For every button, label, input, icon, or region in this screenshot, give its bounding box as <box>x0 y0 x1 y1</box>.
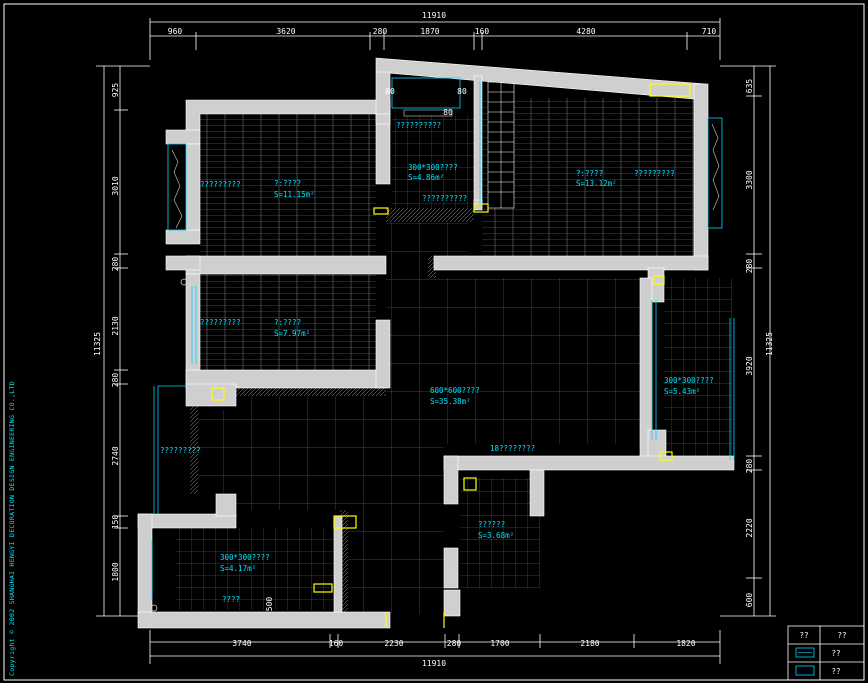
title-block: ?? ?? ?? ?? <box>787 625 865 681</box>
room-label: 600*600???? <box>430 386 480 395</box>
room-area: S=4.17m² <box>220 564 256 573</box>
room-area: S=5.43m² <box>664 387 700 396</box>
dim-left: 2740 <box>111 446 120 465</box>
dim-inner: 80 <box>457 87 467 96</box>
dim-left: 2130 <box>111 316 120 335</box>
dim-inner: 80 <box>443 108 453 117</box>
room-label: 300*300???? <box>664 376 714 385</box>
room-labels: ?????????? ????????? 300*300???? S=4.86m… <box>160 121 714 604</box>
dim-top-total: 11910 <box>422 11 446 20</box>
dimension-lines <box>96 18 776 664</box>
dim-right: 635 <box>745 79 754 94</box>
border-frame <box>3 3 865 681</box>
dim-left: 1800 <box>111 562 120 581</box>
dim-inner: 500 <box>265 597 274 612</box>
legend-icon <box>795 647 815 658</box>
room-label: ?????????? <box>396 121 441 130</box>
title-cell: ?? <box>799 631 808 640</box>
title-cell: ?? <box>831 649 840 658</box>
dim-right: 280 <box>745 259 754 274</box>
dimension-texts: 11910 960 3620 280 1870 160 4280 710 119… <box>93 11 774 668</box>
room-label: ????????? <box>200 318 241 327</box>
room-label: ?????????? <box>422 194 467 203</box>
room-label: ?:???? <box>576 169 603 178</box>
dim-bottom-total: 11910 <box>422 659 446 668</box>
room-area: S=7.97m² <box>274 329 310 338</box>
room-area: S=3.68m² <box>478 531 514 540</box>
dim-right: 2220 <box>745 518 754 537</box>
dim-right: 3300 <box>745 170 754 189</box>
legend-icon <box>795 665 815 676</box>
dim-top: 160 <box>475 27 490 36</box>
dim-bottom: 1700 <box>490 639 509 648</box>
dim-bottom: 1820 <box>676 639 695 648</box>
dim-bottom: 2180 <box>580 639 599 648</box>
windows <box>151 77 735 600</box>
room-area: S=4.86m² <box>408 173 444 182</box>
dim-bottom: 2230 <box>384 639 403 648</box>
room-label: ????????? <box>200 180 241 189</box>
dim-right: 3920 <box>745 356 754 375</box>
room-label: 300*300???? <box>408 163 458 172</box>
dim-bottom: 3740 <box>232 639 251 648</box>
dim-bottom: 280 <box>447 639 462 648</box>
dim-right-total: 11325 <box>765 332 774 356</box>
room-label: ?:???? <box>274 179 301 188</box>
dim-top: 1870 <box>420 27 439 36</box>
dim-left: 280 <box>111 373 120 388</box>
dim-top: 3620 <box>276 27 295 36</box>
floor-fills <box>176 81 732 614</box>
room-area: S=13.12m² <box>576 179 617 188</box>
room-label: 300*300???? <box>220 553 270 562</box>
dim-top: 280 <box>373 27 388 36</box>
dim-left: 280 <box>111 257 120 272</box>
room-label: ?:???? <box>274 318 301 327</box>
room-area: S=11.15m² <box>274 190 315 199</box>
fixtures <box>150 83 706 628</box>
room-label: ???? <box>222 595 240 604</box>
dim-left: 150 <box>111 515 120 530</box>
copyright-text: Copyright © 2002 SHANGHAI HENGYI DECORAT… <box>8 381 16 676</box>
title-cell: ?? <box>837 631 846 640</box>
dim-top: 960 <box>168 27 183 36</box>
room-label: 18???????? <box>490 444 535 453</box>
room-label: ????????? <box>160 446 201 455</box>
dim-left: 925 <box>111 83 120 98</box>
walls <box>137 57 735 629</box>
dim-left-total: 11325 <box>93 332 102 356</box>
room-label: ????????? <box>634 169 675 178</box>
dim-right: 600 <box>745 593 754 608</box>
dim-right: 280 <box>745 459 754 474</box>
dim-bottom: 160 <box>329 639 344 648</box>
dim-top: 710 <box>702 27 717 36</box>
room-label: ?????? <box>478 520 505 529</box>
title-cell: ?? <box>831 667 840 676</box>
dim-top: 4280 <box>576 27 595 36</box>
room-area: S=35.38m² <box>430 397 471 406</box>
dim-left: 3010 <box>111 176 120 195</box>
dim-inner: 80 <box>385 87 395 96</box>
